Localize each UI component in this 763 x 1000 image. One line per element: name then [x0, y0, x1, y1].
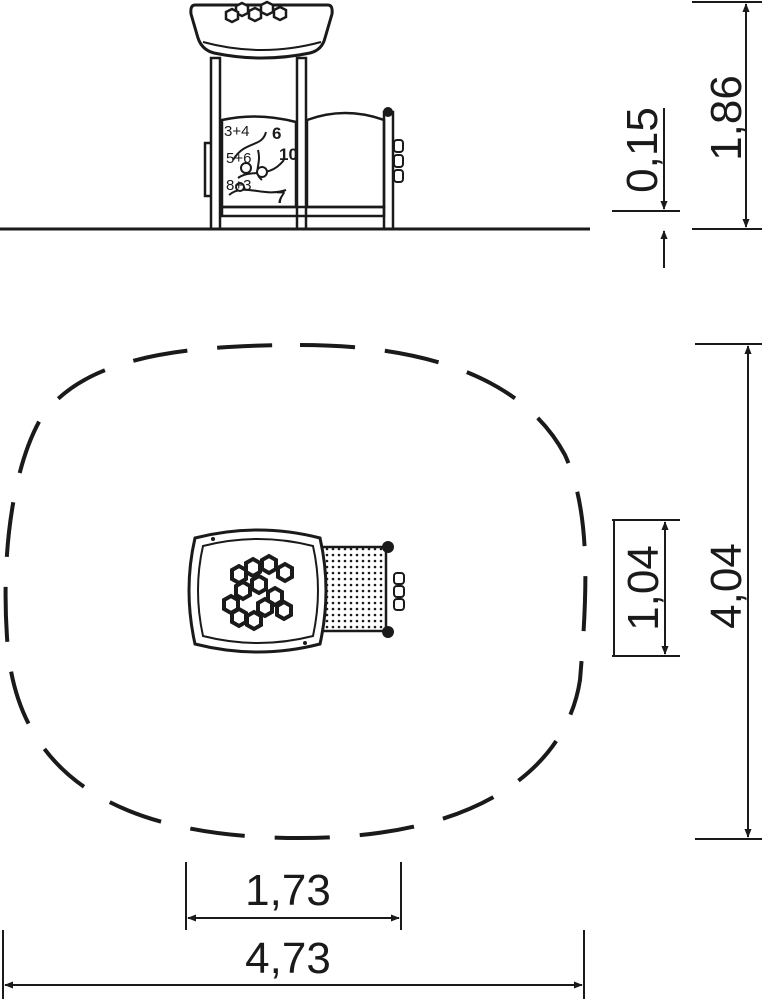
panel-small-label: 8+3 [226, 177, 251, 194]
dimension-width-equipment: 1,73 [185, 862, 402, 930]
dimension-fall-height: 0,15 [612, 107, 680, 268]
mesh-panel [320, 545, 388, 633]
dim-label-width-safety: 4,73 [245, 934, 331, 983]
roof-side [189, 3, 334, 60]
post-cap [383, 107, 393, 117]
plan-side-knobs [393, 572, 405, 611]
panel-small-label: 3+4 [224, 123, 249, 140]
mesh-corner [382, 541, 394, 553]
roof-hexagon-logo [224, 0, 288, 24]
plan-view: 4,04 1,04 1,73 4,73 [2, 342, 762, 999]
panel-number-6: 6 [272, 124, 281, 143]
dim-label-depth-equipment: 1,04 [619, 545, 668, 631]
dimension-total-height: 1,86 [692, 1, 762, 230]
rear-panel [305, 111, 386, 209]
number-panel: 6 10 7 3+4 5+6 8+3 [220, 115, 298, 209]
panel-small-label: 5+6 [226, 150, 251, 167]
mesh-corner [382, 626, 394, 638]
bench [220, 205, 386, 218]
dim-label-total-height: 1,86 [702, 75, 751, 161]
side-handle-left [203, 141, 210, 198]
dimension-depth-equipment: 1,04 [612, 519, 680, 657]
dim-label-fall-height: 0,15 [618, 107, 667, 193]
panel-number-7: 7 [276, 188, 285, 207]
side-knobs [393, 139, 404, 183]
plan-hexagon-logo [222, 553, 294, 632]
panel-number-10: 10 [279, 145, 298, 164]
safety-area-outline [3, 342, 588, 841]
dimension-width-safety: 4,73 [2, 930, 585, 999]
side-elevation: 6 10 7 3+4 5+6 8+3 1,86 [0, 0, 762, 268]
dim-label-width-equipment: 1,73 [245, 866, 331, 915]
dim-label-depth-safety: 4,04 [702, 543, 751, 629]
dimension-depth-safety: 4,04 [695, 343, 762, 840]
posts [209, 56, 395, 231]
